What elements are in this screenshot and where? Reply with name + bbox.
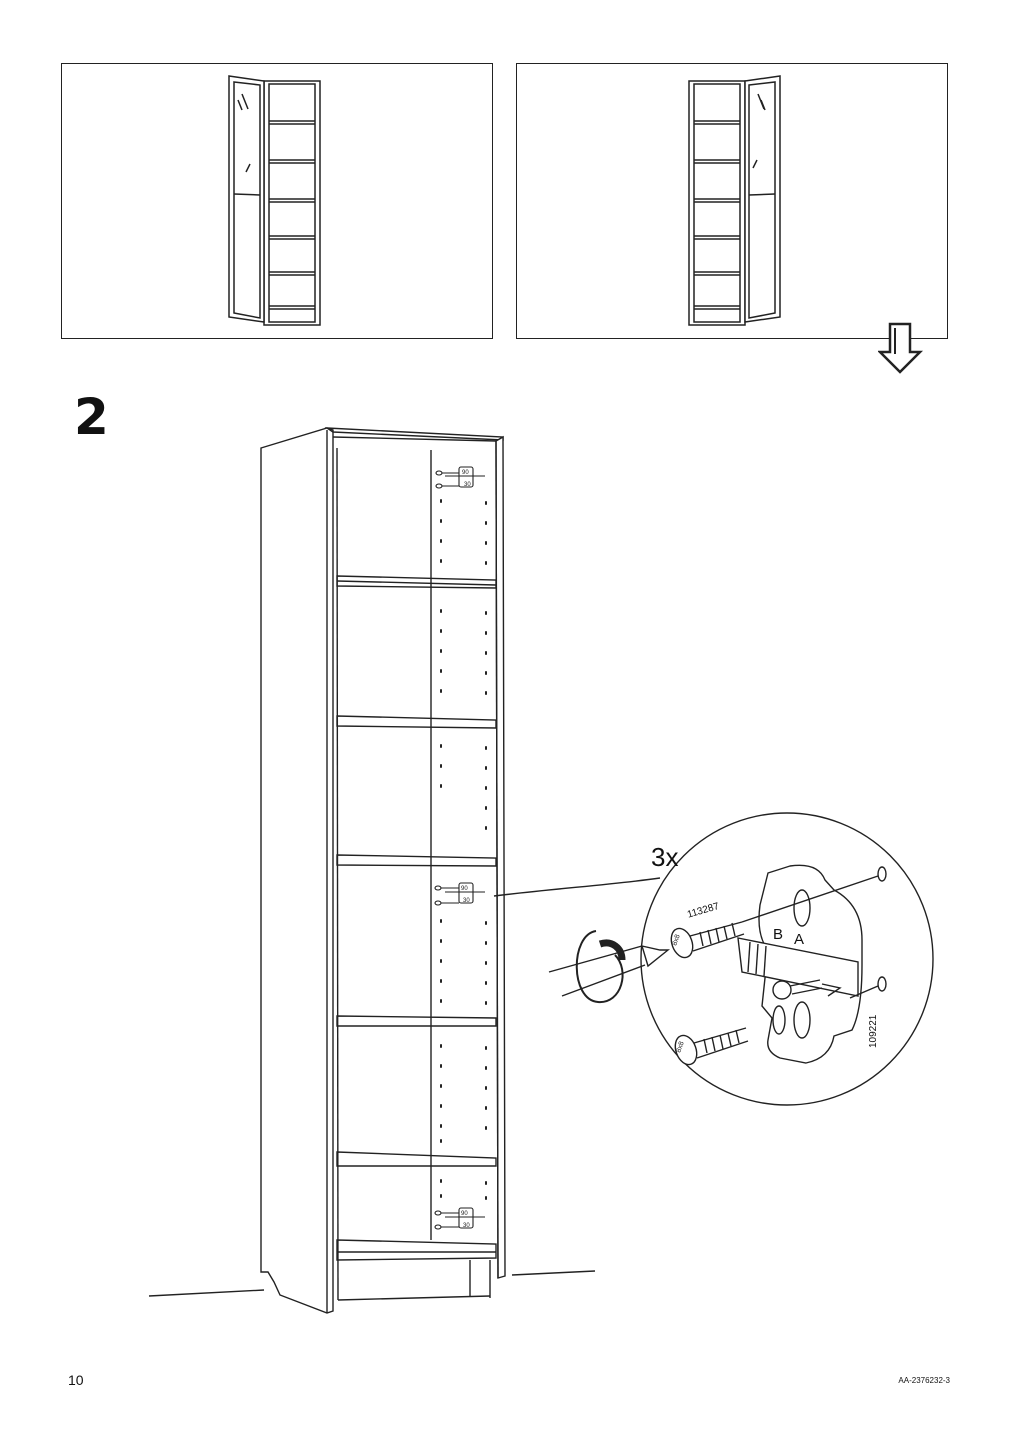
- bracket-tag-label: 90: [461, 886, 468, 892]
- panel-door-right: [516, 63, 948, 339]
- bracket-tag-label: 90: [461, 1211, 468, 1217]
- document-code: AA-2376232-3: [898, 1376, 950, 1385]
- down-arrow-icon: [878, 322, 924, 374]
- bracket-tag-label: 90: [462, 470, 469, 476]
- cabinet-door-left-illustration: [228, 75, 321, 326]
- bracket-tag-label: 30: [463, 898, 470, 904]
- page-number: 10: [68, 1372, 84, 1388]
- screw-head-label: 8x8: [671, 934, 681, 947]
- panel-door-left: [61, 63, 493, 339]
- bracket-tag-label: 30: [463, 1223, 470, 1229]
- bracket-tag-label: 30: [464, 482, 471, 488]
- quantity-label: 3x: [651, 842, 679, 872]
- bracket-mark-b: B: [773, 926, 784, 943]
- step-number: 2: [74, 388, 109, 446]
- bracket-part-number: 109221: [868, 1014, 879, 1048]
- cabinet-door-right-illustration: [688, 75, 781, 326]
- screw-head-label: 8x8: [675, 1041, 685, 1054]
- bracket-mark-a: A: [794, 931, 805, 948]
